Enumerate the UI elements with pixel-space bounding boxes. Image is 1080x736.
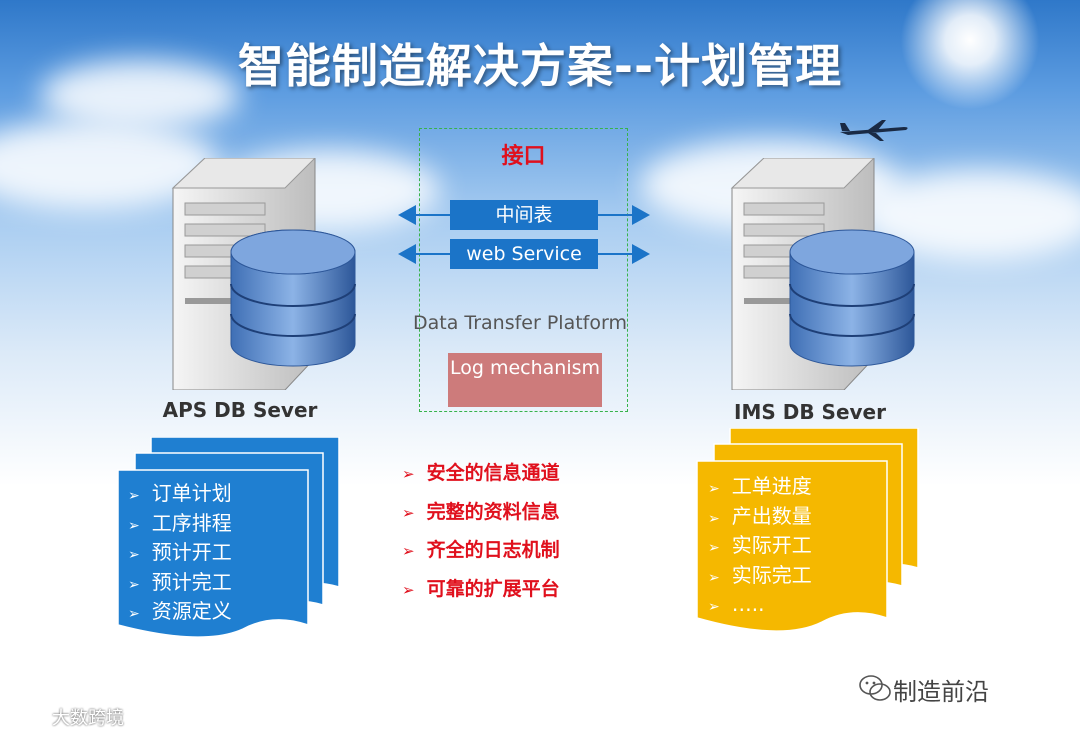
list-item: ➢订单计划 bbox=[128, 481, 232, 505]
list-item: ➢…… bbox=[128, 628, 192, 653]
cloud bbox=[40, 60, 240, 130]
sun-glow bbox=[900, 0, 1040, 110]
list-item: ➢….. bbox=[708, 592, 765, 616]
watermark-text: 大数跨境 bbox=[52, 708, 124, 729]
chevron-right-icon: ➢ bbox=[402, 503, 415, 522]
feature-item: ➢齐全的日志机制 bbox=[402, 539, 560, 561]
staging-table-label: 中间表 bbox=[450, 200, 598, 230]
list-item: ➢产出数量 bbox=[708, 503, 812, 528]
list-item: ➢工序排程 bbox=[128, 510, 232, 535]
feature-item: ➢可靠的扩展平台 bbox=[402, 577, 560, 600]
aps-document-stack bbox=[117, 437, 340, 638]
list-item: ➢预计开工 bbox=[128, 540, 232, 564]
list-item: ➢资源定义 bbox=[128, 599, 232, 623]
chevron-right-icon: ➢ bbox=[128, 576, 140, 593]
arrow-left-icon bbox=[398, 244, 416, 264]
wechat-account-name: 制造前沿 bbox=[893, 678, 989, 706]
log-mechanism-box: Log mechanism bbox=[448, 353, 602, 407]
watermark-logo-icon bbox=[9, 707, 43, 725]
interface-arrow-staging-table: 中间表 bbox=[398, 200, 650, 230]
feature-list: ➢安全的信息通道 ➢完整的资料信息 ➢齐全的日志机制 ➢可靠的扩展平台 bbox=[402, 458, 560, 612]
wechat-icon bbox=[859, 675, 891, 701]
chevron-right-icon: ➢ bbox=[708, 569, 720, 586]
interface-arrow-web-service: web Service bbox=[398, 239, 650, 269]
chevron-right-icon: ➢ bbox=[402, 465, 415, 483]
feature-item: ➢完整的资料信息 bbox=[402, 500, 560, 523]
airplane-icon bbox=[840, 120, 908, 141]
ims-server-icon bbox=[730, 158, 915, 390]
chevron-right-icon: ➢ bbox=[402, 580, 415, 599]
platform-label: Data Transfer Platform bbox=[413, 312, 627, 334]
ims-server-label: IMS DB Sever bbox=[734, 400, 886, 424]
arrow-right-icon bbox=[632, 244, 650, 264]
list-item: ➢预计完工 bbox=[128, 569, 232, 594]
web-service-label: web Service bbox=[450, 239, 598, 269]
chevron-right-icon: ➢ bbox=[128, 517, 140, 534]
aps-server-label: APS DB Sever bbox=[162, 398, 318, 422]
arrow-right-icon bbox=[632, 205, 650, 225]
ims-item-list: ➢工单进度 ➢产出数量 ➢实际开工 ➢实际完工 ➢….. bbox=[708, 473, 812, 621]
page-title: 智能制造解决方案--计划管理 bbox=[237, 39, 843, 93]
list-item: ➢工单进度 bbox=[708, 474, 812, 498]
list-item: ➢实际完工 bbox=[708, 562, 812, 587]
arrow-left-icon bbox=[398, 205, 416, 225]
aps-server-icon bbox=[171, 158, 356, 390]
chevron-right-icon: ➢ bbox=[128, 635, 140, 652]
chevron-right-icon: ➢ bbox=[128, 606, 140, 622]
chevron-right-icon: ➢ bbox=[708, 599, 720, 615]
interface-title: 接口 bbox=[501, 144, 546, 169]
chevron-right-icon: ➢ bbox=[402, 542, 415, 560]
ims-document-stack bbox=[696, 428, 919, 632]
chevron-right-icon: ➢ bbox=[708, 481, 720, 497]
aps-item-list: ➢订单计划 ➢工序排程 ➢预计开工 ➢预计完工 ➢资源定义 ➢…… bbox=[128, 480, 232, 657]
chevron-right-icon: ➢ bbox=[708, 510, 720, 527]
list-item: ➢实际开工 bbox=[708, 533, 812, 557]
chevron-right-icon: ➢ bbox=[128, 547, 140, 563]
feature-item: ➢安全的信息通道 bbox=[402, 462, 560, 484]
chevron-right-icon: ➢ bbox=[128, 488, 140, 504]
chevron-right-icon: ➢ bbox=[708, 540, 720, 556]
interface-boundary bbox=[419, 128, 628, 412]
